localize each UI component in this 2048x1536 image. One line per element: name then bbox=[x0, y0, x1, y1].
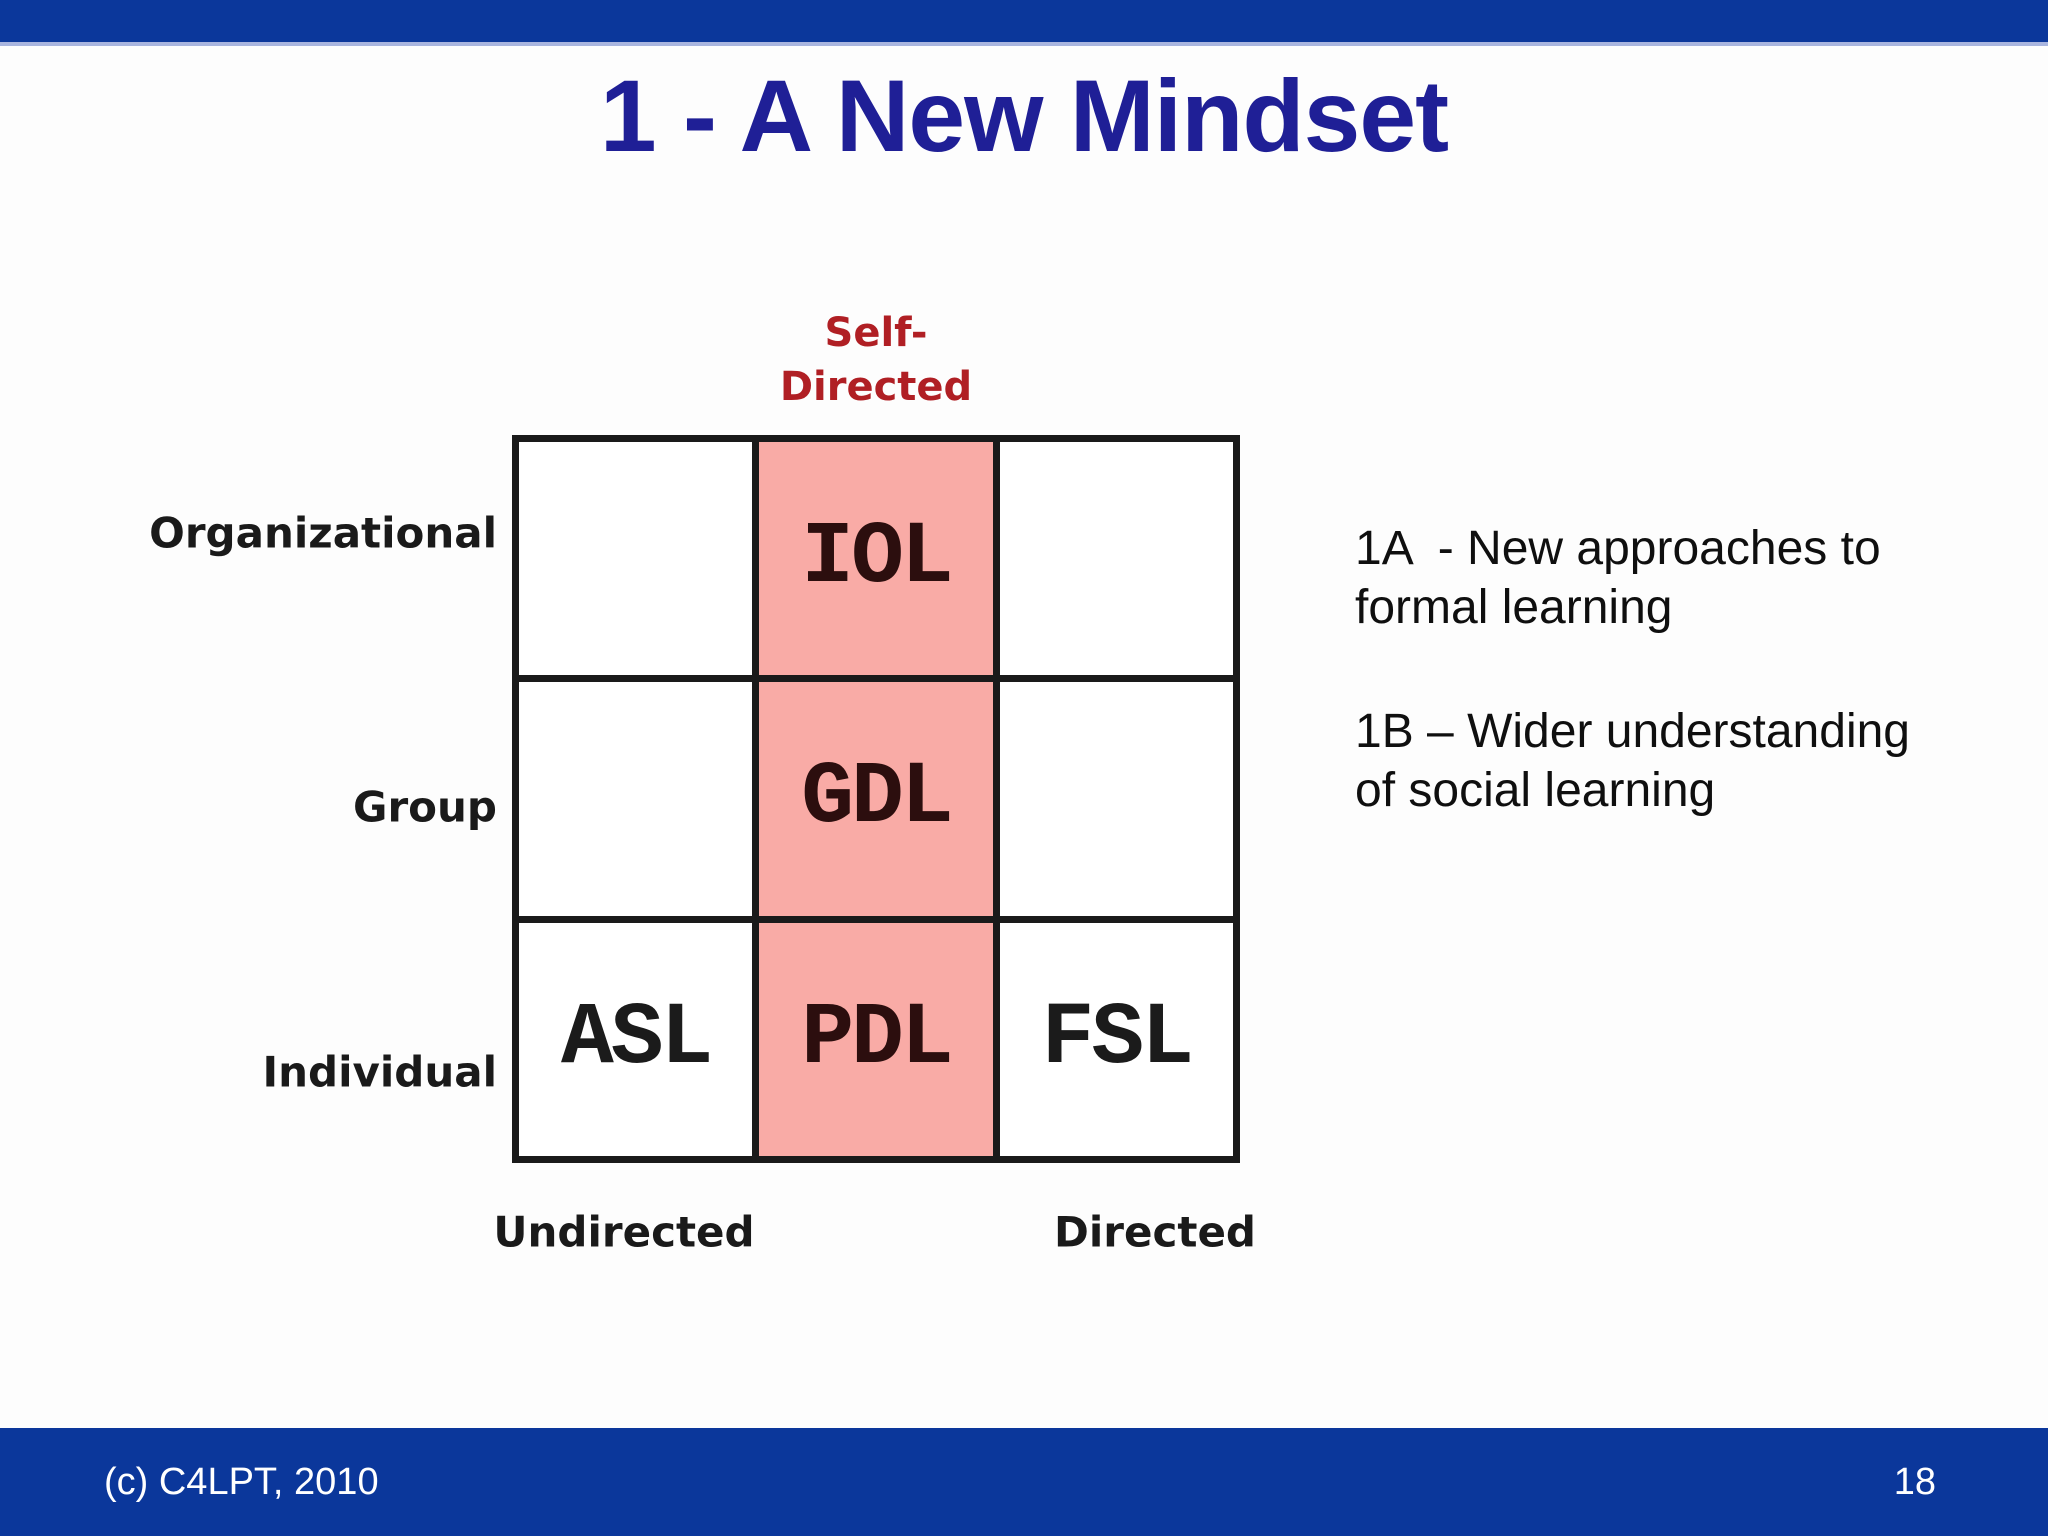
top-accent-bar bbox=[0, 0, 2048, 46]
notes-block: 1A - New approaches to formal learning 1… bbox=[1355, 520, 1995, 820]
axis-label-directed: Directed bbox=[1054, 1207, 1256, 1257]
matrix-cell-r1c1 bbox=[519, 442, 753, 676]
matrix-cell-r2c3 bbox=[999, 682, 1233, 916]
footer-bar: (c) C4LPT, 2010 18 bbox=[0, 1428, 2048, 1536]
page-title: 1 - A New Mindset bbox=[599, 59, 1449, 173]
axis-label-undirected: Undirected bbox=[493, 1207, 755, 1257]
matrix-cell-r1c3 bbox=[999, 442, 1233, 676]
matrix-cell-r1c2-iol: IOL bbox=[759, 442, 993, 676]
row-label-organizational: Organizational bbox=[149, 508, 497, 558]
matrix-cell-r3c2-pdl: PDL bbox=[759, 922, 993, 1156]
note-1b: 1B – Wider understanding of social learn… bbox=[1355, 705, 1910, 817]
row-label-individual: Individual bbox=[262, 1047, 497, 1097]
note-1a: 1A - New approaches to formal learning bbox=[1355, 522, 1881, 634]
matrix-grid: IOL GDL ASL PDL FSL bbox=[512, 435, 1240, 1163]
footer-copyright: (c) C4LPT, 2010 bbox=[104, 1460, 379, 1503]
matrix-cell-r3c1-asl: ASL bbox=[519, 922, 753, 1156]
matrix-cell-r2c2-gdl: GDL bbox=[759, 682, 993, 916]
row-label-group: Group bbox=[352, 782, 497, 832]
footer-page-number: 18 bbox=[1893, 1460, 1936, 1503]
matrix-cell-r2c1 bbox=[519, 682, 753, 916]
matrix-column-header: Self- Directed bbox=[779, 310, 973, 410]
matrix-cell-r3c3-fsl: FSL bbox=[999, 922, 1233, 1156]
